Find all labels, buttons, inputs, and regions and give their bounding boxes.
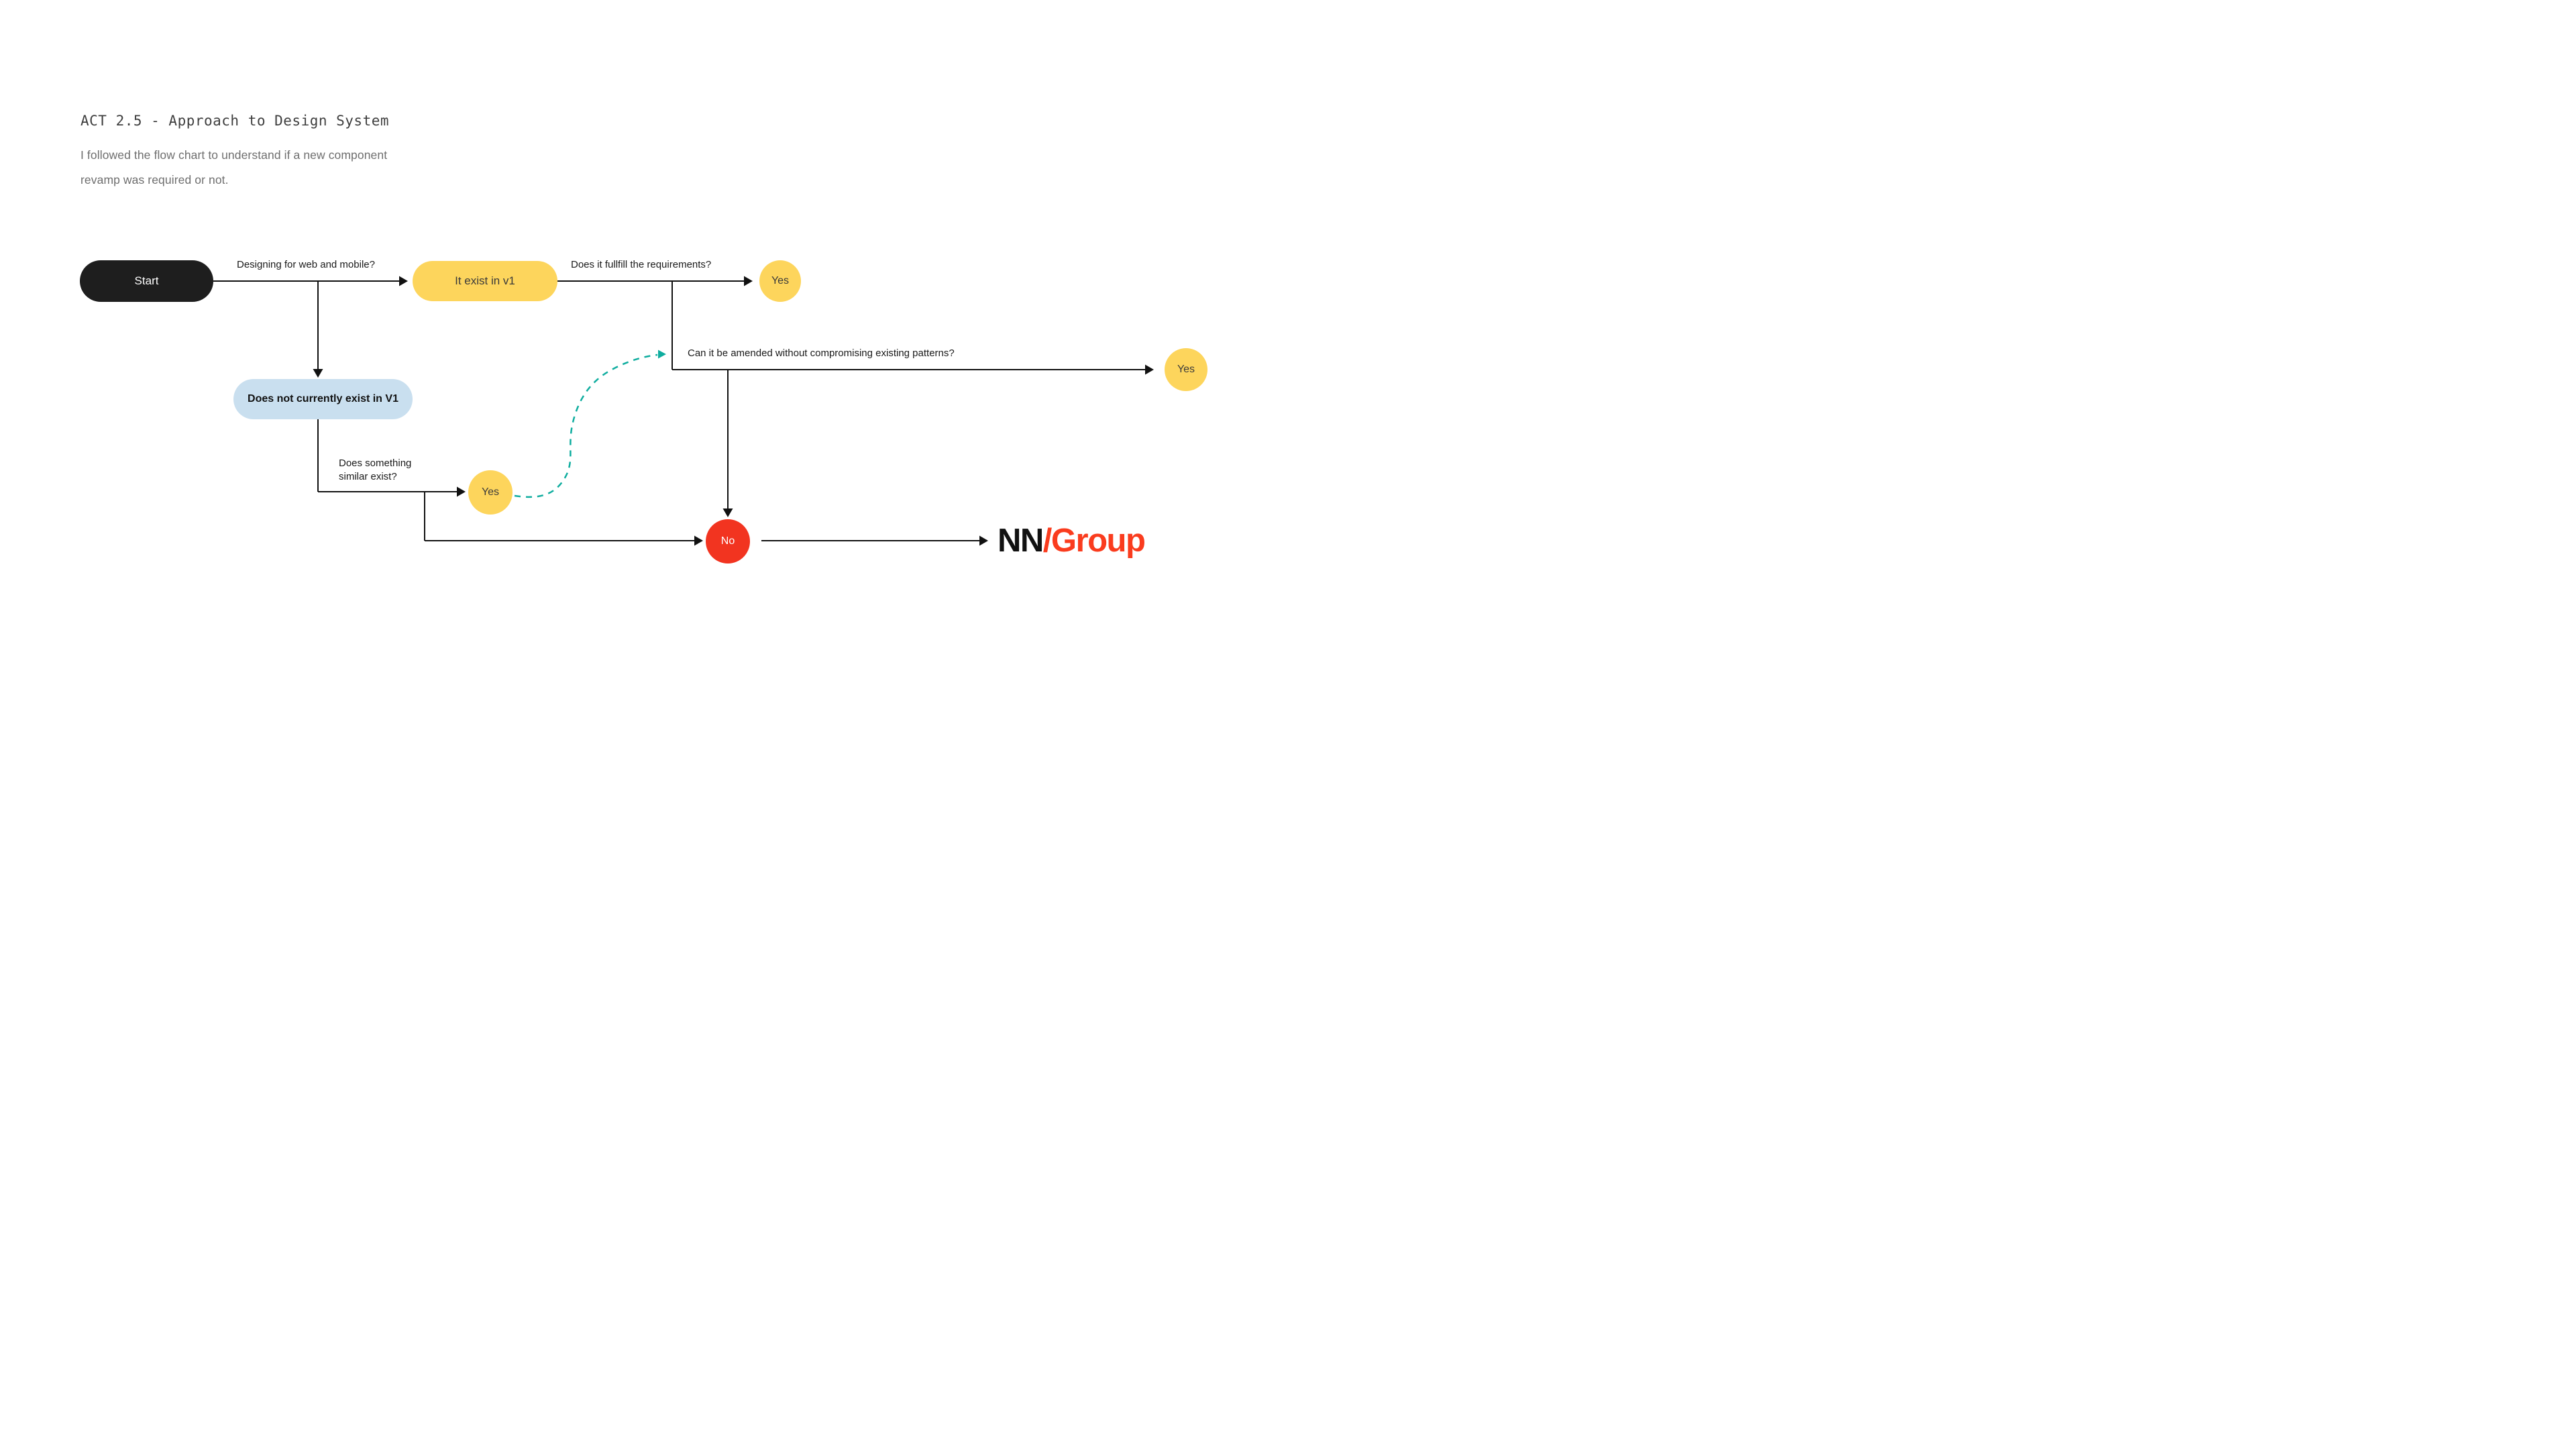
page-canvas: ACT 2.5 - Approach to Design System I fo…: [0, 0, 1288, 724]
edge-label-designing: Designing for web and mobile?: [237, 259, 375, 270]
edge-amended-arrowhead: [1145, 364, 1154, 375]
flow-connectors: [213, 276, 1154, 546]
page-description: I followed the flow chart to understand …: [80, 143, 387, 193]
dashed-teal-connector: [514, 354, 658, 498]
edge-no-arrowhead: [694, 535, 703, 546]
page-title: ACT 2.5 - Approach to Design System: [80, 113, 390, 129]
logo-nn-text: NN: [998, 523, 1044, 559]
nn-group-logo: NN/Group: [998, 523, 1146, 559]
page-description-line-2: revamp was required or not.: [80, 173, 229, 186]
no-node: No: [706, 519, 750, 564]
exists-in-v1-node: It exist in v1: [413, 261, 557, 301]
edge-label-similar-line-2: similar exist?: [339, 471, 397, 482]
not-exist-in-v1-node: Does not currently exist in V1: [233, 379, 413, 419]
edge-logo-arrowhead: [979, 535, 988, 546]
edge-designing-arrowhead: [399, 276, 408, 286]
edge-label-amended: Can it be amended without compromising e…: [688, 347, 955, 359]
logo-slash: /: [1042, 523, 1053, 559]
yes-requirements-node: Yes: [759, 260, 801, 302]
logo-group-text: Group: [1051, 523, 1146, 559]
dashed-teal-arrowhead: [658, 350, 666, 359]
page-description-line-1: I followed the flow chart to understand …: [80, 148, 388, 162]
yes-similar-node: Yes: [468, 470, 513, 515]
edge-similar-arrowhead: [457, 486, 466, 497]
start-node: Start: [80, 260, 213, 302]
yes-amended-node: Yes: [1165, 348, 1208, 391]
edge-label-similar: Does something similar exist?: [339, 457, 411, 484]
edge-label-similar-line-1: Does something: [339, 458, 412, 469]
edge-fullfill-arrowhead: [744, 276, 753, 286]
edge-label-fullfill: Does it fullfill the requirements?: [571, 259, 712, 270]
edge-not-exist-arrowhead: [313, 369, 323, 378]
edge-no-drop-arrowhead: [722, 508, 733, 517]
